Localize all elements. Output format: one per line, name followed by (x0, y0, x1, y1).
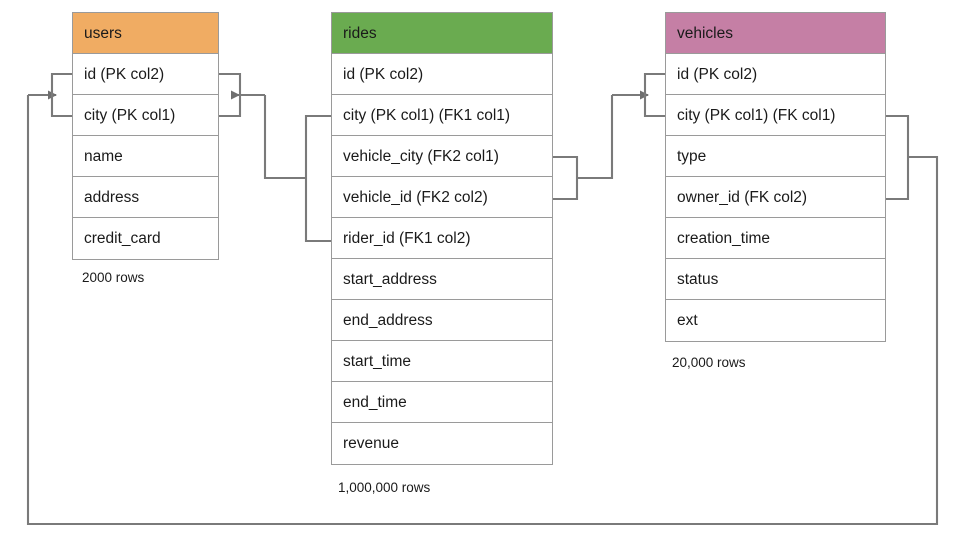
table-vehicles[interactable]: vehicles id (PK col2) city (PK col1) (FK… (665, 12, 886, 342)
column-users-address[interactable]: address (73, 177, 218, 218)
table-rides[interactable]: rides id (PK col2) city (PK col1) (FK1 c… (331, 12, 553, 465)
column-users-credit-card[interactable]: credit_card (73, 218, 218, 259)
column-rides-end-address[interactable]: end_address (332, 300, 552, 341)
rowcount-users: 2000 rows (82, 270, 145, 285)
connector-users-right-bracket (219, 72, 242, 118)
column-users-id[interactable]: id (PK col2) (73, 54, 218, 95)
column-rides-vehicle-id[interactable]: vehicle_id (FK2 col2) (332, 177, 552, 218)
column-rides-vehicle-city[interactable]: vehicle_city (FK2 col1) (332, 136, 552, 177)
column-users-name[interactable]: name (73, 136, 218, 177)
connector-fk1-bus (263, 95, 306, 180)
column-vehicles-owner-id[interactable]: owner_id (FK col2) (666, 177, 885, 218)
connector-fk2-bus (577, 95, 614, 180)
connector-vehicles-left-bracket (643, 72, 665, 118)
connector-vehiclesfk-bracket (886, 114, 910, 201)
column-vehicles-creation-time[interactable]: creation_time (666, 218, 885, 259)
column-rides-revenue[interactable]: revenue (332, 423, 552, 464)
column-vehicles-city[interactable]: city (PK col1) (FK col1) (666, 95, 885, 136)
column-rides-city[interactable]: city (PK col1) (FK1 col1) (332, 95, 552, 136)
column-vehicles-id[interactable]: id (PK col2) (666, 54, 885, 95)
connector-fk1-rides-users (304, 114, 331, 243)
table-users[interactable]: users id (PK col2) city (PK col1) name a… (72, 12, 219, 260)
table-rides-header: rides (332, 13, 552, 54)
rowcount-vehicles: 20,000 rows (672, 355, 746, 370)
table-vehicles-header: vehicles (666, 13, 885, 54)
column-vehicles-type[interactable]: type (666, 136, 885, 177)
connector-users-left-bracket (50, 72, 72, 118)
column-users-city[interactable]: city (PK col1) (73, 95, 218, 136)
column-rides-start-address[interactable]: start_address (332, 259, 552, 300)
rowcount-rides: 1,000,000 rows (338, 480, 431, 495)
column-vehicles-status[interactable]: status (666, 259, 885, 300)
table-users-header: users (73, 13, 218, 54)
column-rides-end-time[interactable]: end_time (332, 382, 552, 423)
column-vehicles-ext[interactable]: ext (666, 300, 885, 341)
column-rides-id[interactable]: id (PK col2) (332, 54, 552, 95)
connector-fk2-rides-bracket (553, 155, 579, 201)
column-rides-rider-id[interactable]: rider_id (FK1 col2) (332, 218, 552, 259)
column-rides-start-time[interactable]: start_time (332, 341, 552, 382)
